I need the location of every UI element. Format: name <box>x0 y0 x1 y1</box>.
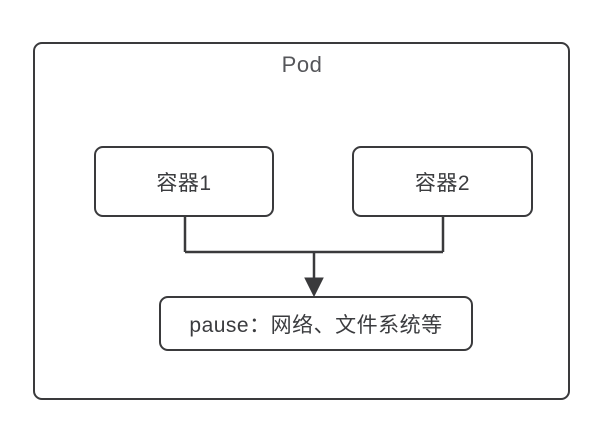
node-pause-container[interactable]: pause：网络、文件系统等 <box>159 296 473 351</box>
pod-title-label: Pod <box>281 52 323 77</box>
node-container-2-label: 容器2 <box>414 171 471 195</box>
node-container-1[interactable]: 容器1 <box>94 146 274 217</box>
node-pause-label: pause：网络、文件系统等 <box>189 313 443 337</box>
node-container-1-label: 容器1 <box>156 171 212 195</box>
node-container-2[interactable]: 容器2 <box>352 146 533 217</box>
